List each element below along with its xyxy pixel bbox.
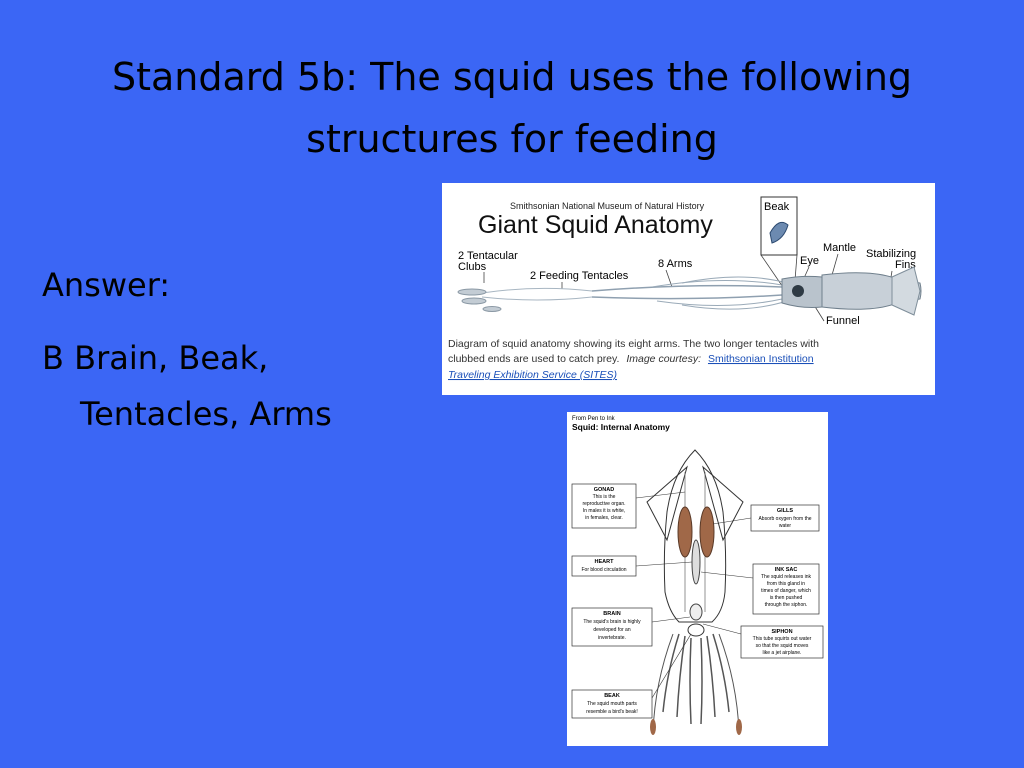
giant-squid-anatomy-figure: Smithsonian National Museum of Natural H…: [442, 183, 935, 395]
label-beak: Beak: [764, 201, 790, 213]
slide-title-line2: structures for feeding: [306, 117, 718, 161]
figure1-heading: Giant Squid Anatomy: [478, 211, 713, 239]
label-box-gills: GILLS Absorb oxygen from the water: [712, 504, 820, 532]
beak-icon: [769, 221, 789, 244]
svg-text:This is the: This is the: [593, 494, 616, 500]
answer-line2: Tentacles, Arms: [80, 395, 332, 433]
museum-credit: Smithsonian National Museum of Natural H…: [510, 201, 705, 211]
svg-text:clubbed ends are used to catch: clubbed ends are used to catch prey. Ima…: [448, 353, 814, 365]
figure2-heading: Squid: Internal Anatomy: [572, 422, 670, 432]
figure2-source: From Pen to Ink: [572, 416, 616, 422]
label-eye: Eye: [800, 255, 819, 267]
svg-text:through the siphon.: through the siphon.: [765, 602, 808, 608]
svg-text:BEAK: BEAK: [604, 693, 620, 699]
svg-text:HEART: HEART: [595, 559, 615, 565]
svg-text:resemble a bird's beak!: resemble a bird's beak!: [586, 709, 638, 715]
label-funnel: Funnel: [826, 315, 860, 327]
svg-text:in females, clear.: in females, clear.: [585, 515, 623, 521]
svg-text:GONAD: GONAD: [594, 487, 615, 493]
label-stabilizing: Stabilizing: [866, 248, 916, 260]
svg-text:so that the squid moves: so that the squid moves: [756, 643, 809, 649]
svg-text:SIPHON: SIPHON: [771, 629, 792, 635]
svg-text:Absorb oxygen from the: Absorb oxygen from the: [758, 516, 811, 522]
label-box-siphon: SIPHON This tube squirts out water so th…: [702, 623, 824, 659]
answer-line1: B Brain, Beak,: [42, 339, 269, 377]
label-box-beak: BEAK The squid mouth parts resemble a bi…: [571, 633, 692, 719]
svg-text:from this gland in: from this gland in: [767, 581, 805, 587]
squid-body-illustration: [646, 449, 744, 735]
caption-line1: Diagram of squid anatomy showing its eig…: [448, 338, 819, 350]
svg-text:For blood circulation: For blood circulation: [581, 567, 626, 573]
giant-squid-illustration: [457, 266, 922, 316]
squid-internal-anatomy-figure: From Pen to Ink Squid: Internal Anatomy …: [567, 412, 828, 746]
svg-text:The squid's brain is highly: The squid's brain is highly: [583, 619, 641, 625]
svg-text:times of danger, which: times of danger, which: [761, 588, 811, 594]
label-box-gonad: GONAD This is the reproductive organ. In…: [571, 483, 686, 529]
label-feeding-tentacles: 2 Feeding Tentacles: [530, 270, 629, 282]
smithsonian-institution-link[interactable]: Smithsonian Institution: [708, 353, 814, 365]
svg-text:The squid mouth parts: The squid mouth parts: [587, 701, 637, 707]
label-box-brain: BRAIN The squid's brain is highly develo…: [571, 607, 691, 647]
caption-line2: clubbed ends are used to catch prey.: [448, 353, 619, 365]
label-arms: 8 Arms: [658, 258, 693, 270]
svg-text:is then pushed: is then pushed: [770, 595, 803, 601]
svg-text:developed for an: developed for an: [593, 627, 630, 633]
giant-squid-diagram: Smithsonian National Museum of Natural H…: [448, 196, 922, 381]
svg-text:BRAIN: BRAIN: [603, 611, 620, 617]
squid-internal-diagram: From Pen to Ink Squid: Internal Anatomy …: [571, 416, 824, 735]
svg-text:reproductive organ.: reproductive organ.: [582, 501, 625, 507]
svg-text:like a jet airplane.: like a jet airplane.: [763, 650, 802, 656]
svg-text:water: water: [779, 523, 792, 529]
sites-link[interactable]: Traveling Exhibition Service (SITES): [448, 369, 617, 381]
svg-text:GILLS: GILLS: [777, 508, 794, 514]
label-box-ink-sac: INK SAC The squid releases ink from this…: [700, 563, 820, 615]
label-clubs: Clubs: [458, 261, 487, 273]
slide-title: Standard 5b: The squid uses the followin…: [40, 46, 984, 170]
label-mantle: Mantle: [823, 242, 856, 254]
svg-text:invertebrate.: invertebrate.: [598, 635, 626, 641]
label-box-heart: HEART For blood circulation: [571, 555, 693, 577]
answer-text: B Brain, Beak, Tentacles, Arms: [42, 330, 402, 442]
caption-credit-label: Image courtesy:: [626, 353, 701, 365]
svg-text:The squid releases ink: The squid releases ink: [761, 574, 812, 580]
svg-text:In males it is white,: In males it is white,: [583, 508, 625, 514]
svg-text:INK SAC: INK SAC: [775, 567, 798, 573]
slide-title-line1: Standard 5b: The squid uses the followin…: [111, 55, 913, 99]
svg-text:This tube squirts out water: This tube squirts out water: [753, 636, 812, 642]
answer-label: Answer:: [42, 266, 171, 304]
label-tentacular: 2 Tentacular: [458, 250, 518, 262]
